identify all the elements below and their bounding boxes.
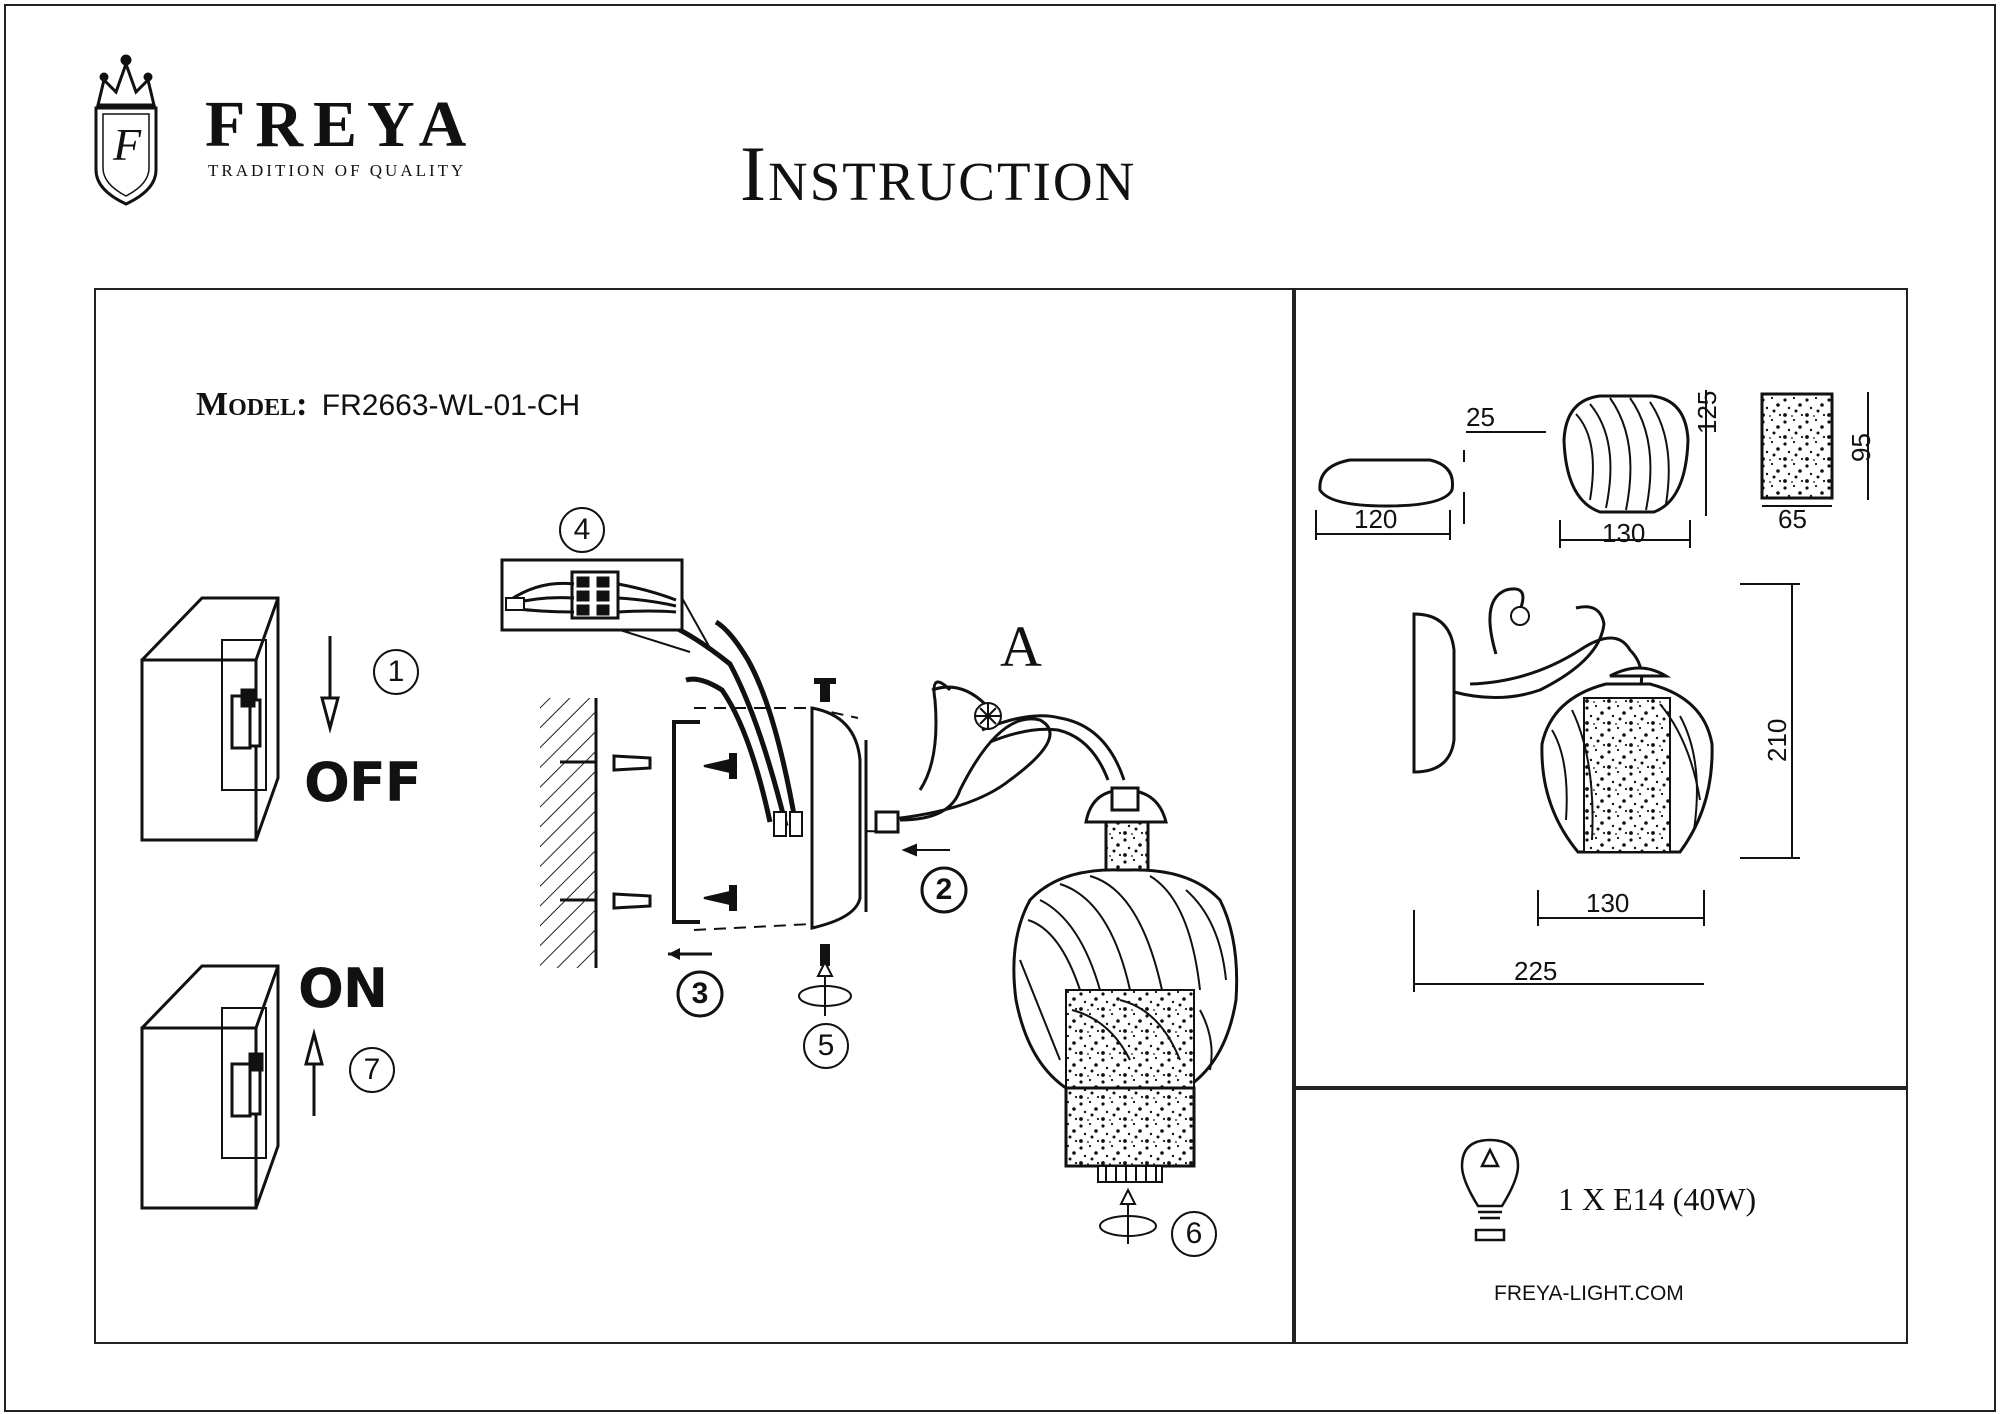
step-4-label: 4 xyxy=(573,513,591,546)
brand-name: FREYA xyxy=(205,88,477,161)
dim-canopy-width: 120 xyxy=(1354,504,1398,534)
model-line: Model: FR2663-WL-01-CH xyxy=(196,388,580,422)
dim-fixture-height: 210 xyxy=(1762,718,1792,762)
dimensions-panel xyxy=(1292,288,1908,1090)
page-title: Instruction xyxy=(740,130,1137,217)
dim-fixture-projection: 225 xyxy=(1514,956,1558,986)
bulb-spec: 1 X E14 (40W) xyxy=(1558,1181,1757,1217)
step-5-label: 5 xyxy=(817,1029,835,1062)
step-3-label: 3 xyxy=(691,977,709,1010)
page-border xyxy=(4,4,1996,1412)
dim-shade-width: 130 xyxy=(1602,518,1646,548)
bulb-panel xyxy=(1292,1086,1908,1344)
dim-fixture-shade-width: 130 xyxy=(1586,888,1630,918)
dim-canopy-depth: 25 xyxy=(1466,402,1495,432)
step-7-label: 7 xyxy=(363,1053,381,1086)
step-1-label: 1 xyxy=(387,655,405,688)
brand-tagline: TRADITION OF QUALITY xyxy=(208,161,467,180)
dim-inner-shade-width: 65 xyxy=(1778,504,1807,534)
model-label: Model: xyxy=(196,386,308,423)
crest-monogram: F xyxy=(113,119,142,170)
detail-ref-label: A xyxy=(1000,614,1042,679)
step-6-label: 6 xyxy=(1185,1217,1203,1250)
website-link[interactable]: FREYA-LIGHT.COM xyxy=(1494,1282,1684,1305)
dim-shade-height: 125 xyxy=(1692,390,1722,434)
model-code: FR2663-WL-01-CH xyxy=(321,389,581,422)
switch-off-label: OFF xyxy=(304,751,422,814)
dim-inner-shade-height: 95 xyxy=(1846,433,1876,462)
step-2-label: 2 xyxy=(935,873,953,906)
switch-on-label: ON xyxy=(298,957,388,1020)
assembly-panel xyxy=(94,288,1296,1344)
